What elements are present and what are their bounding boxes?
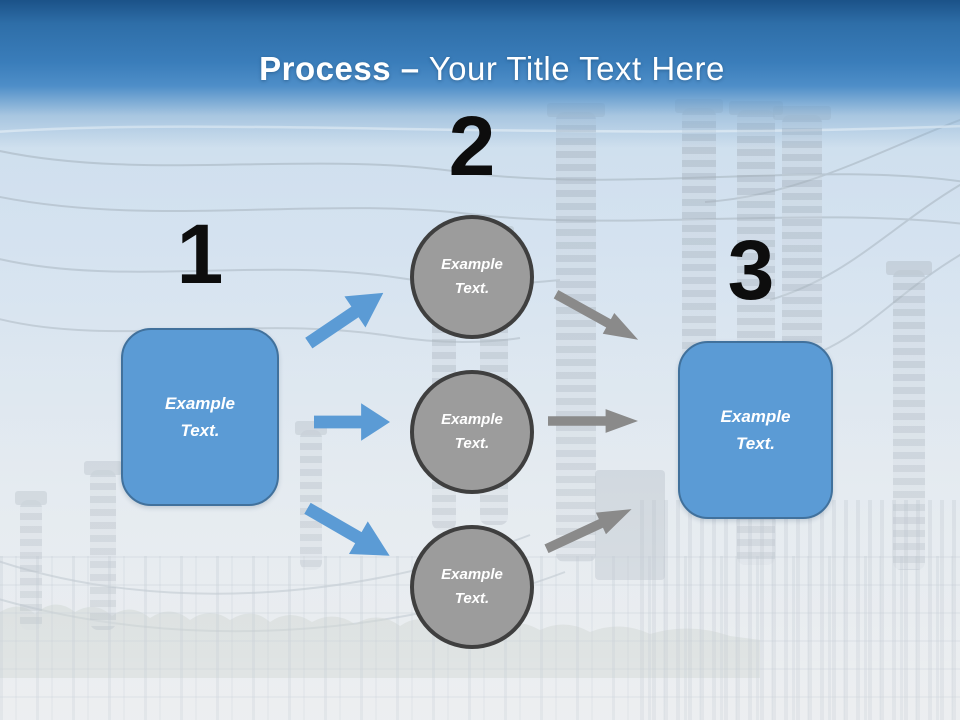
slide-title[interactable]: Process – Your Title Text Here — [0, 50, 960, 88]
step3-box[interactable]: Example Text. — [678, 341, 833, 519]
photo-insulator-column — [84, 461, 122, 630]
step2-circle-3-label: Example Text. — [441, 566, 503, 607]
title-rest: Your Title Text Here — [428, 50, 725, 87]
step-number-1[interactable]: 1 — [176, 207, 224, 301]
step2-circle-1-label: Example Text. — [441, 256, 503, 297]
photo-insulator-column — [885, 261, 933, 570]
step2-circle-2[interactable]: Example Text. — [410, 370, 534, 494]
step2-circle-1[interactable]: Example Text. — [410, 215, 534, 339]
title-emphasis: Process — [259, 50, 392, 87]
step-number-2[interactable]: 2 — [448, 99, 496, 193]
step2-circle-3[interactable]: Example Text. — [410, 525, 534, 649]
step1-box[interactable]: Example Text. — [121, 328, 279, 506]
arrow-circle2-to-box3[interactable] — [548, 404, 638, 438]
title-dash: – — [400, 50, 420, 87]
step-number-3[interactable]: 3 — [727, 223, 775, 317]
photo-insulator-column — [15, 491, 47, 630]
step3-box-label: Example Text. — [720, 406, 791, 453]
tree-line-graphic — [0, 604, 760, 678]
arrow-graphic — [314, 403, 390, 441]
photo-insulator-column — [547, 103, 605, 562]
photo-substation-lattice — [640, 500, 960, 720]
step1-box-label: Example Text. — [165, 393, 235, 440]
arrow-box1-to-circle2[interactable] — [314, 402, 390, 442]
arrow-graphic — [548, 409, 638, 433]
header-band — [0, 0, 960, 148]
step2-circle-2-label: Example Text. — [441, 411, 503, 452]
